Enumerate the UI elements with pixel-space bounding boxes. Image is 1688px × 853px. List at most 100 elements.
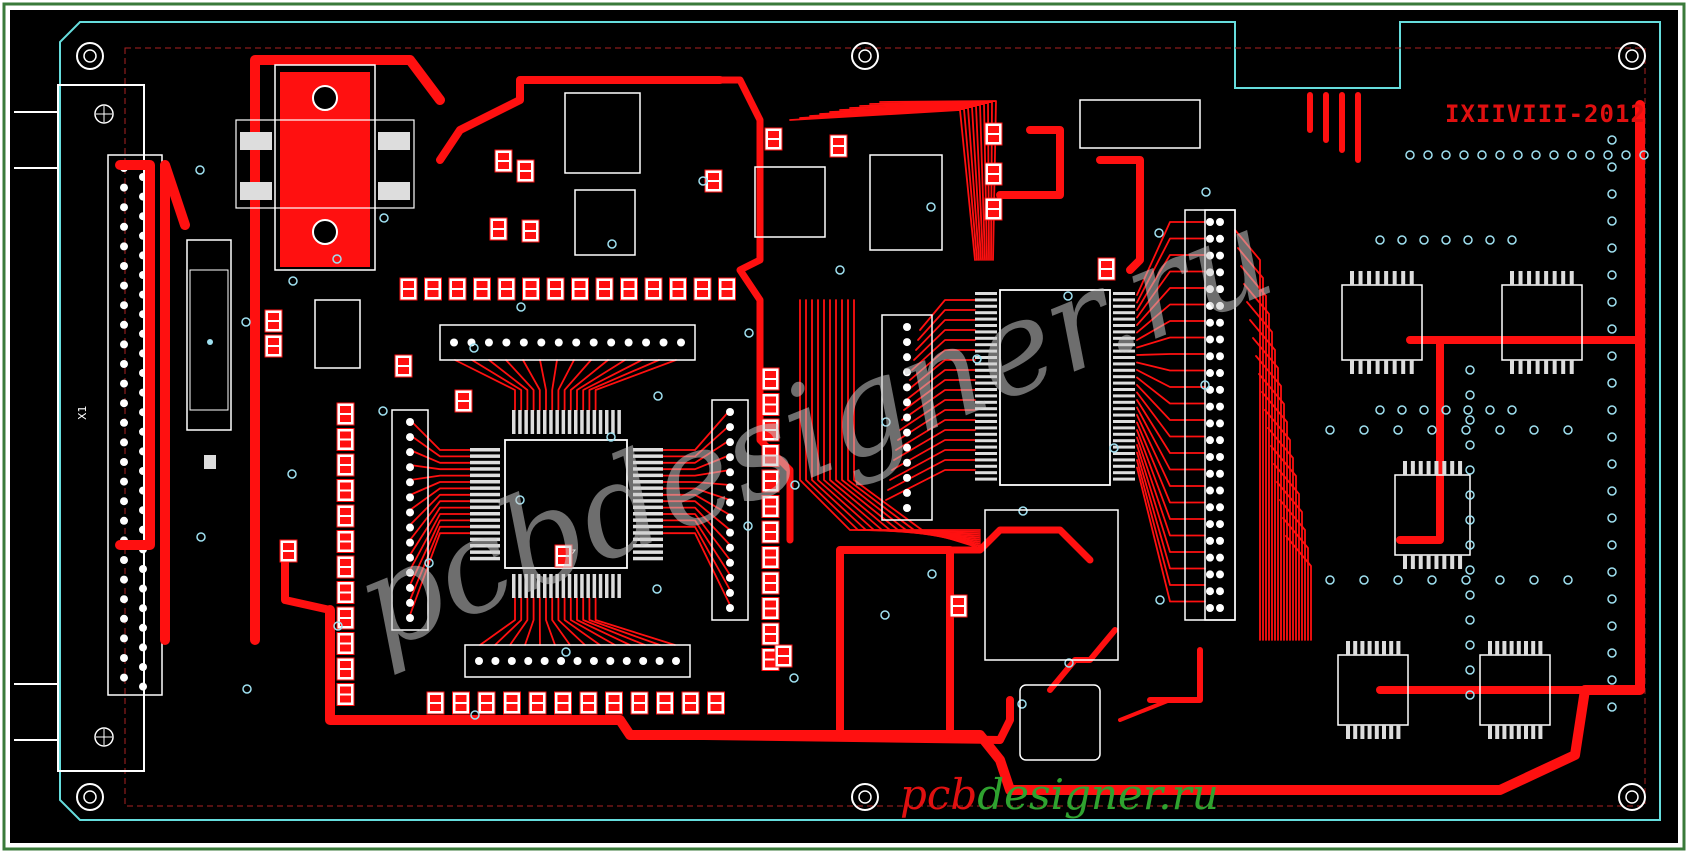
ic-pin <box>574 574 578 598</box>
header-pin <box>903 323 911 331</box>
signal-trace <box>588 359 660 411</box>
connector-pin <box>120 634 128 643</box>
header-pin <box>406 478 414 487</box>
ic-pin <box>975 413 997 417</box>
header-pin <box>1216 486 1224 495</box>
header-pin <box>1216 369 1224 378</box>
ic-pin <box>592 574 597 598</box>
smd-pad-copper <box>634 695 645 702</box>
via <box>1507 235 1517 245</box>
soic-pin <box>1538 641 1543 655</box>
header-pin <box>726 558 734 567</box>
ic-pin <box>524 410 528 434</box>
smd-pad-copper <box>988 201 999 208</box>
smd-pad-copper <box>988 126 999 133</box>
soic-pin <box>1409 360 1414 374</box>
ic-pin <box>975 439 997 443</box>
header-pin <box>726 483 734 492</box>
ic-pin <box>470 531 500 535</box>
smd-pad-copper <box>557 695 569 702</box>
smd-pad-copper <box>403 281 414 288</box>
smd-pad-copper <box>708 173 719 180</box>
header-pin <box>406 448 414 457</box>
ic-pin <box>1113 336 1135 340</box>
soic-pin <box>1392 271 1397 285</box>
header-pin <box>1206 335 1214 344</box>
signal-trace <box>409 532 471 616</box>
soic-pin <box>1382 725 1386 739</box>
signal-trace <box>409 449 471 464</box>
smd-pad-copper <box>574 290 586 297</box>
ic-pin <box>598 410 603 434</box>
soic-pin <box>1516 725 1521 739</box>
ic-pin <box>1113 349 1135 353</box>
signal-trace <box>1136 459 1206 586</box>
via <box>1513 150 1523 160</box>
signal-trace <box>569 359 609 411</box>
ic-pin <box>633 537 663 542</box>
soic-outline <box>1479 654 1551 726</box>
ic-pin <box>633 518 663 522</box>
header-pin <box>639 657 648 665</box>
via <box>1441 150 1451 160</box>
header-pin <box>726 588 734 597</box>
ic-pin <box>470 537 500 542</box>
ic-pin <box>470 486 500 490</box>
via <box>607 239 617 249</box>
header-pin <box>672 657 680 665</box>
soic-pin <box>1442 555 1447 569</box>
signal-trace <box>1136 254 1206 311</box>
header-outline <box>464 644 691 678</box>
smd-pad-copper <box>765 660 776 668</box>
via <box>744 328 754 338</box>
signal-trace <box>409 513 471 571</box>
ic-pin <box>611 410 615 434</box>
via <box>1607 621 1617 631</box>
header-pin <box>1206 436 1214 445</box>
soic-outline <box>1337 654 1409 726</box>
via <box>1017 699 1027 709</box>
mounting-hole-inner <box>1625 790 1639 804</box>
ic-pin <box>470 524 500 529</box>
mounting-hole-inner <box>83 49 97 63</box>
ic-pin <box>567 410 572 434</box>
header-pin <box>659 338 668 347</box>
soic-pin <box>1524 641 1528 655</box>
header-pin <box>519 338 528 347</box>
via <box>1064 658 1074 668</box>
via <box>1465 540 1475 550</box>
header-pin <box>903 368 911 377</box>
header-pin <box>1206 503 1214 512</box>
header-pin <box>1206 553 1214 562</box>
soic-pin <box>1346 641 1350 655</box>
via <box>927 569 937 579</box>
soic-pin <box>1367 641 1372 655</box>
signal-trace <box>471 359 523 411</box>
smd-pad-copper <box>988 175 999 182</box>
smd-pad-copper <box>430 695 441 702</box>
signal-trace <box>662 424 731 458</box>
header-pin <box>1206 486 1214 495</box>
via <box>1465 590 1475 600</box>
ic-pin <box>543 410 547 434</box>
via <box>743 521 753 531</box>
via <box>926 202 936 212</box>
smd-pad-copper <box>765 447 776 455</box>
signal-trace <box>662 481 731 486</box>
via <box>1495 150 1505 160</box>
connector-pin <box>120 477 128 486</box>
mounting-hole-inner <box>1625 49 1639 63</box>
ic-pin <box>975 452 997 455</box>
smd-pad-copper <box>427 281 439 288</box>
mounting-hole <box>1618 783 1646 811</box>
ic-pin <box>470 480 500 484</box>
via <box>1465 440 1475 450</box>
signal-trace <box>409 434 471 458</box>
smd-pad-copper <box>455 704 467 711</box>
soic-pin <box>1509 725 1514 739</box>
header-pin <box>406 598 414 607</box>
via <box>1325 425 1335 435</box>
ic-pin <box>1113 452 1135 455</box>
soic-pin <box>1561 360 1566 374</box>
signal-trace <box>409 506 471 556</box>
